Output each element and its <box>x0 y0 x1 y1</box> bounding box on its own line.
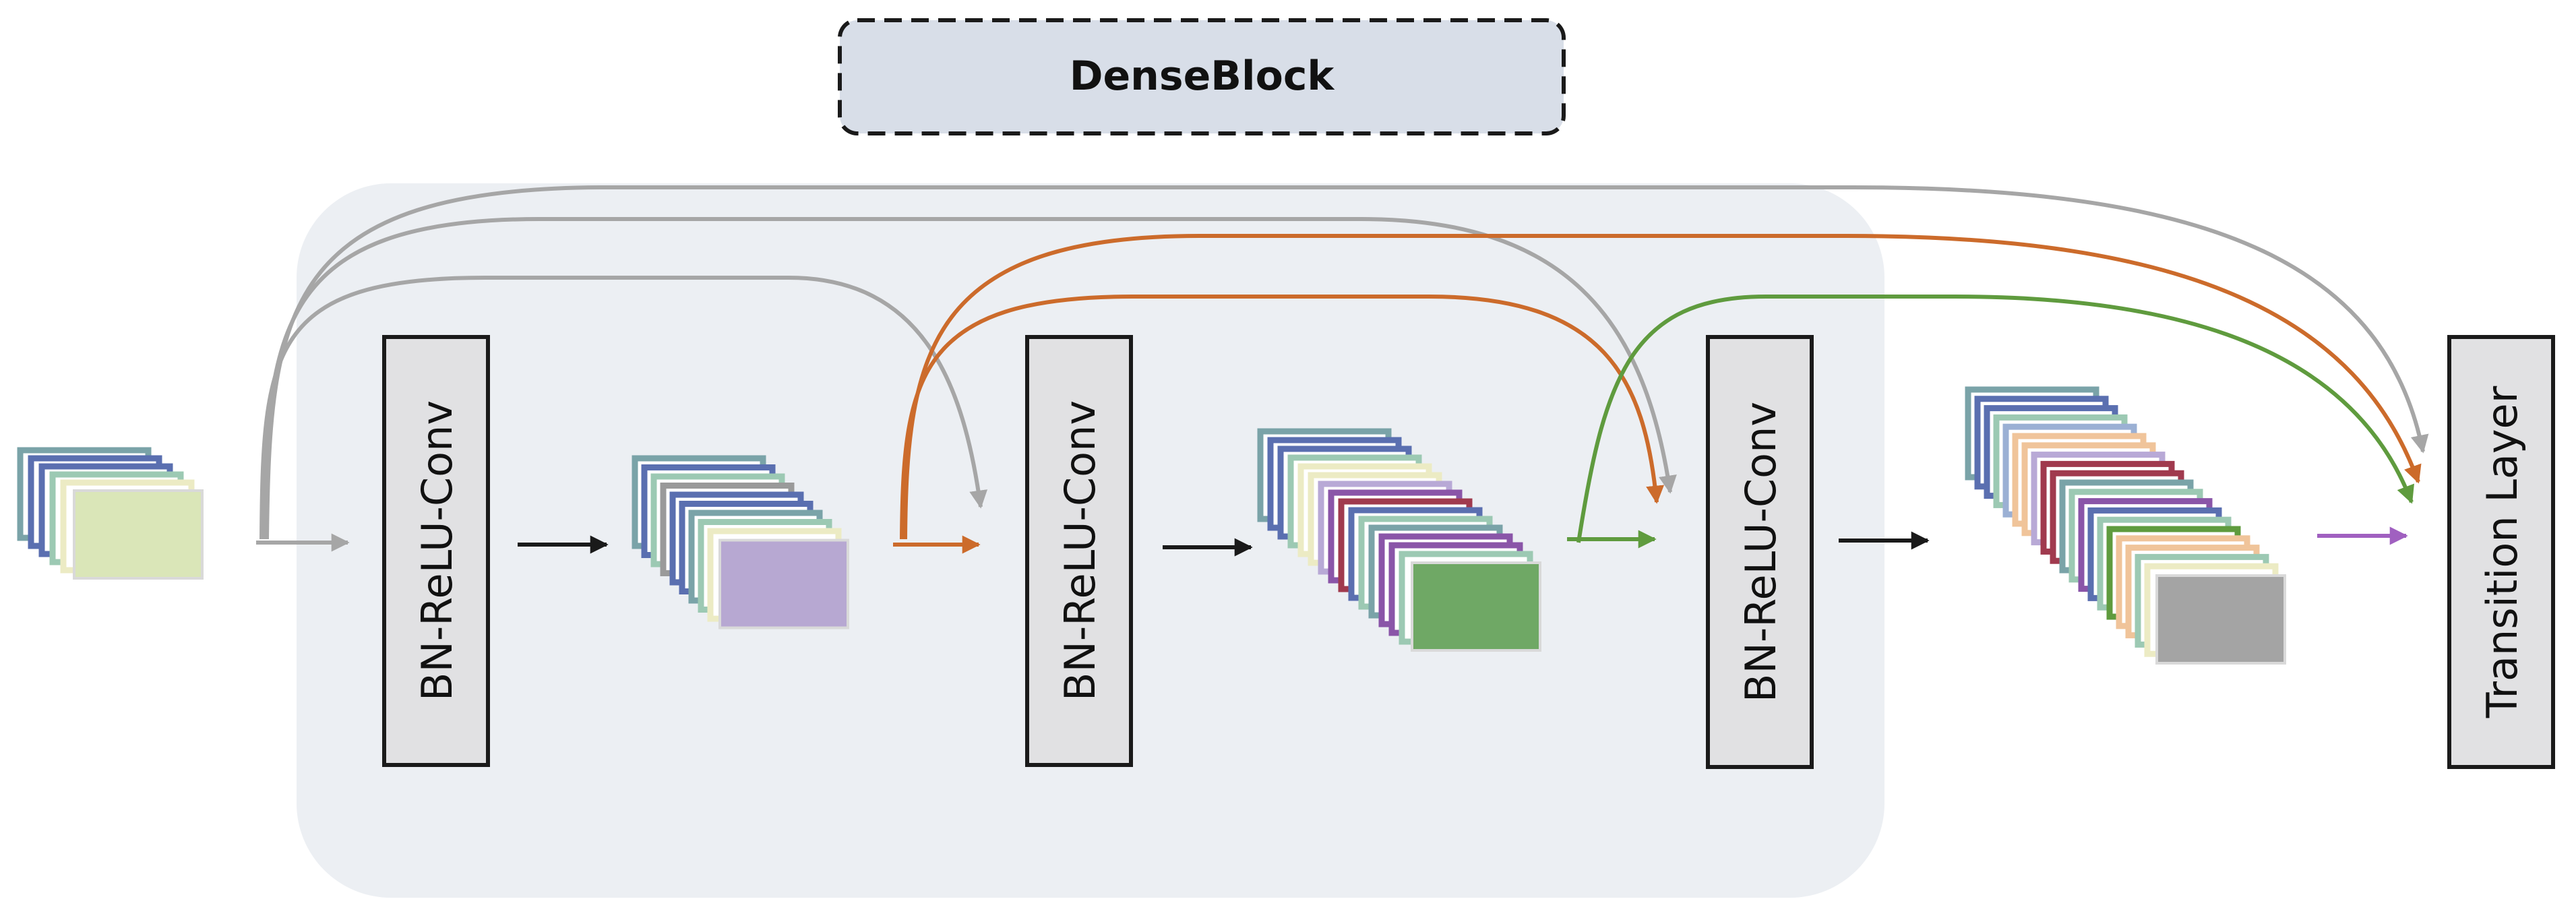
conv-block-1-label: BN-ReLU-Conv <box>412 400 462 701</box>
input-feature-map-stack <box>17 447 204 580</box>
denseblock-title: DenseBlock <box>1070 53 1336 100</box>
feature-map-front <box>1411 561 1541 652</box>
conv-block-3: BN-ReLU-Conv <box>1706 335 1814 769</box>
skip-arrow-stack1-to-transition <box>903 234 2422 540</box>
feature-map-stack-1 <box>632 455 849 629</box>
skip-connections-orange <box>900 234 2422 540</box>
transition-layer-block: Transition Layer <box>2447 335 2555 769</box>
conv-block-2: BN-ReLU-Conv <box>1025 335 1133 767</box>
feature-map-stack-3 <box>1965 386 2286 665</box>
feature-map-front <box>73 489 204 580</box>
skip-connections-gray <box>259 185 2429 540</box>
feature-map-front <box>718 539 849 629</box>
denseblock-title-box: DenseBlock <box>838 18 1566 135</box>
conv-block-2-label: BN-ReLU-Conv <box>1055 400 1105 701</box>
skip-arrow-input-to-conv3 <box>262 217 1677 540</box>
transition-layer-label: Transition Layer <box>2478 386 2527 718</box>
feature-map-front <box>2155 574 2286 665</box>
skip-arrow-input-to-transition <box>265 185 2429 540</box>
conv-block-1: BN-ReLU-Conv <box>382 335 490 767</box>
skip-arrow-stack2-to-transition <box>1576 295 2414 543</box>
conv-block-3-label: BN-ReLU-Conv <box>1736 402 1785 702</box>
skip-connections-green <box>1576 295 2414 543</box>
feature-map-stack-2 <box>1257 428 1541 652</box>
